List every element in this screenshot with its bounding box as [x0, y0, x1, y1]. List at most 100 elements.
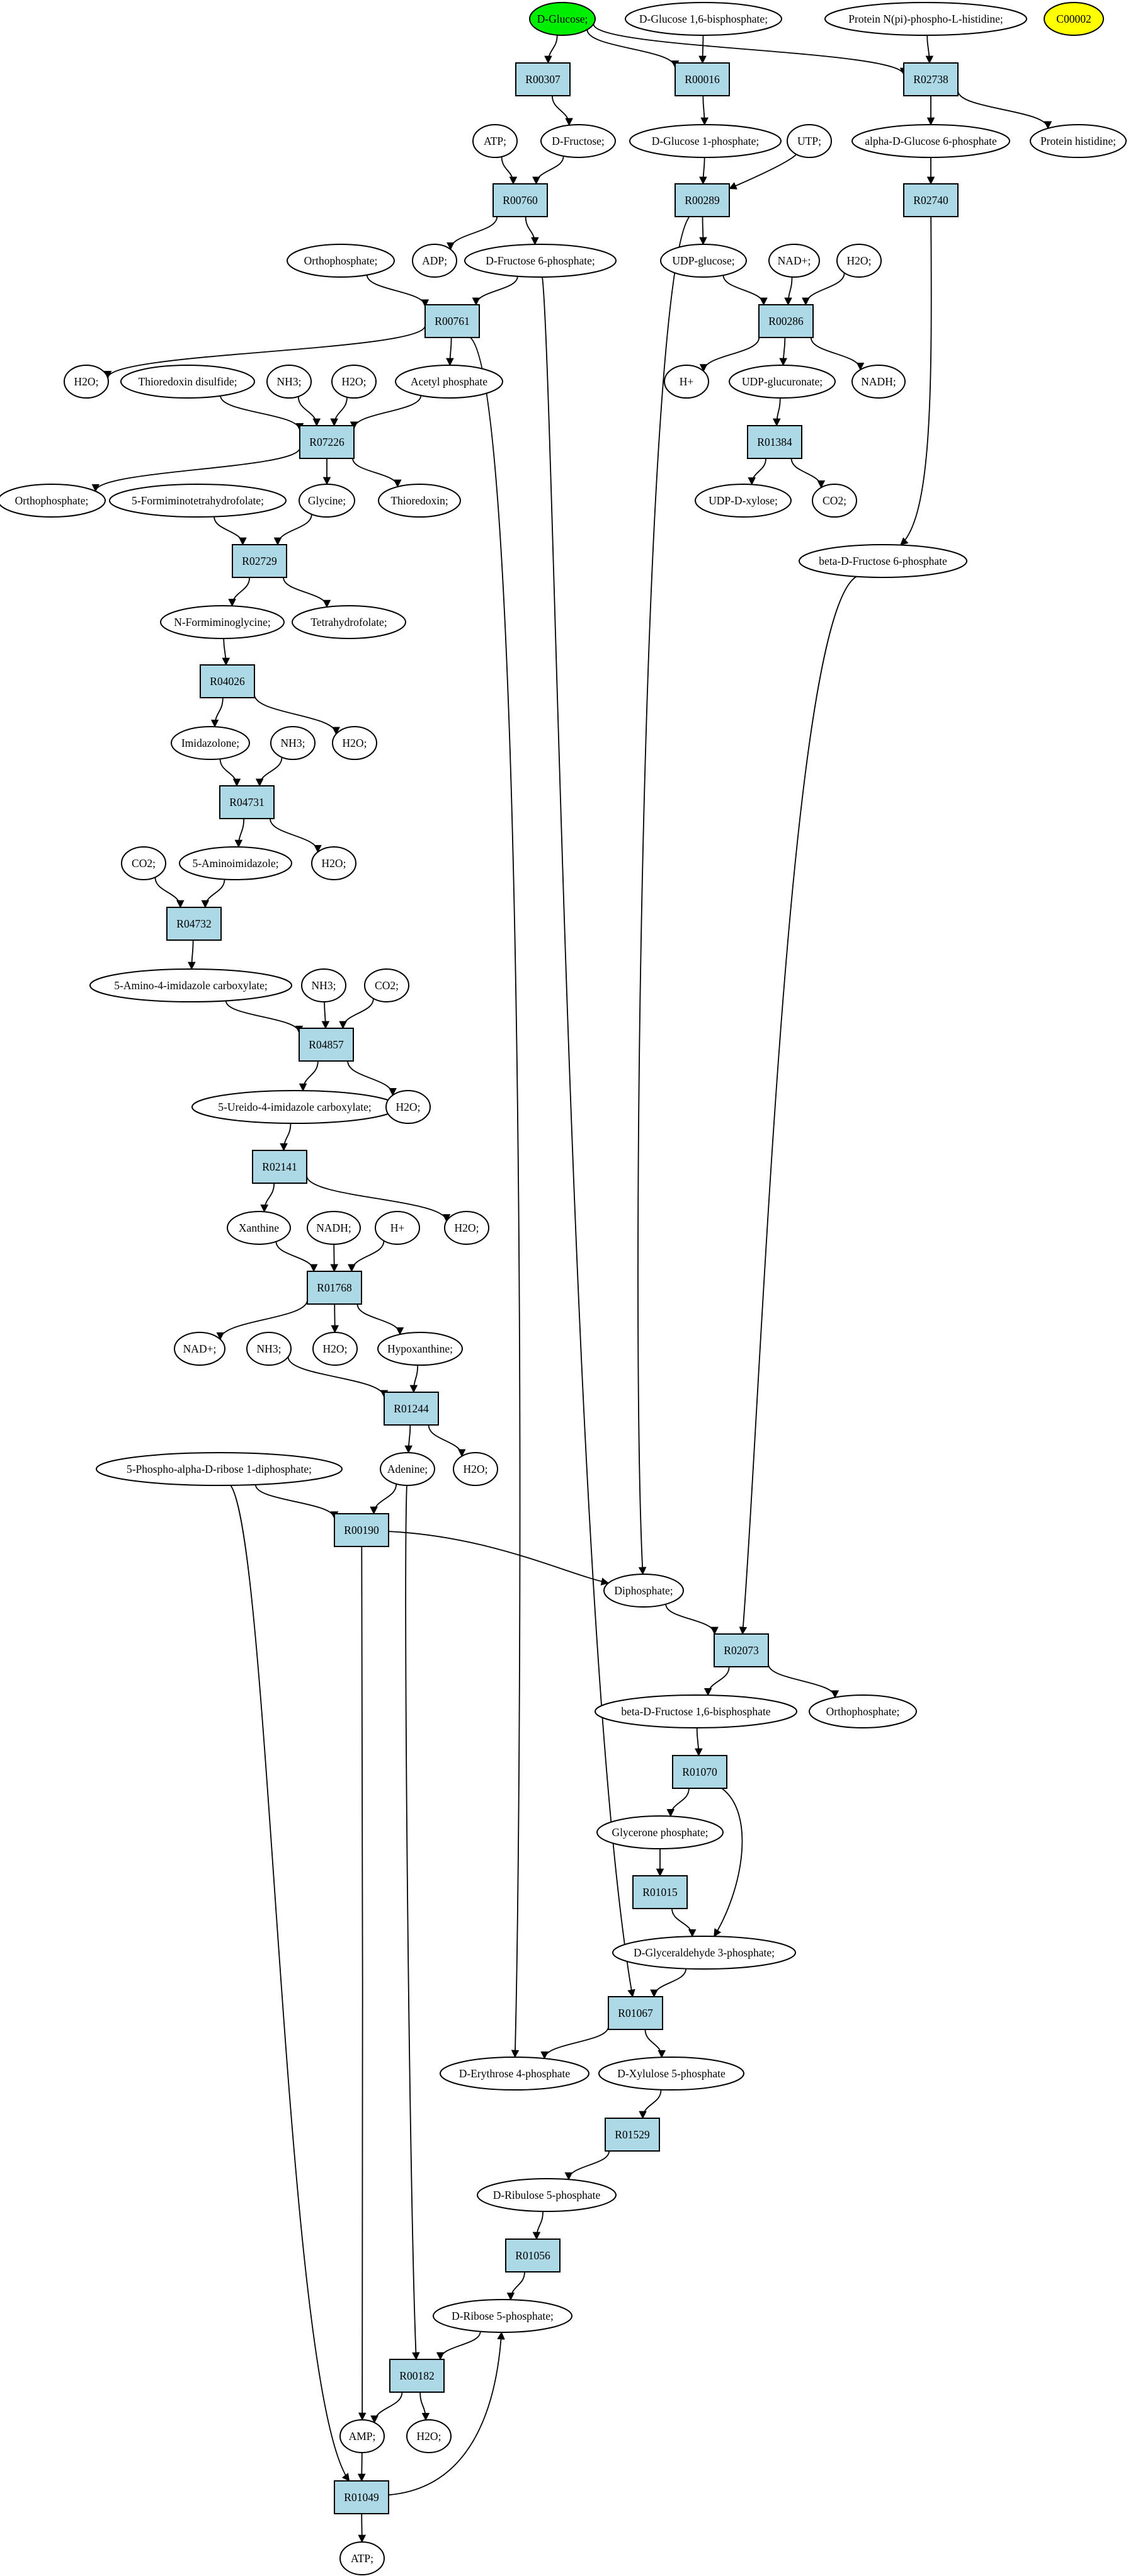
reaction-node-r04026[interactable]: R04026 — [200, 664, 255, 698]
reaction-node-r01529[interactable]: R01529 — [605, 2118, 660, 2152]
compound-node-d-fructose-6-phosphate[interactable]: D-Fructose 6-phosphate; — [464, 244, 617, 278]
compound-node-h2o[interactable]: H2O; — [312, 1332, 358, 1366]
compound-node-co2[interactable]: CO2; — [812, 484, 857, 518]
reaction-node-r02740[interactable]: R02740 — [903, 183, 959, 217]
compound-node-protein-histidine[interactable]: Protein histidine; — [1030, 124, 1127, 158]
reaction-node-r00760[interactable]: R00760 — [492, 183, 548, 217]
reaction-node-r01056[interactable]: R01056 — [505, 2238, 561, 2272]
compound-node-h2o[interactable]: H2O; — [385, 1090, 431, 1124]
compound-node-amp[interactable]: AMP; — [339, 2419, 385, 2453]
compound-node-orthophosphate[interactable]: Orthophosphate; — [0, 484, 106, 518]
compound-node-d-fructose[interactable]: D-Fructose; — [540, 124, 616, 158]
reaction-node-r04731[interactable]: R04731 — [219, 785, 275, 819]
start-compound-node-d-glucose[interactable]: D-Glucose; — [529, 2, 596, 36]
reaction-node-r04732[interactable]: R04732 — [166, 907, 222, 941]
compound-node-glycine[interactable]: Glycine; — [299, 484, 355, 518]
compound-node-nadh[interactable]: NADH; — [307, 1211, 361, 1245]
compound-node-d-xylulose-5-phosphate[interactable]: D-Xylulose 5-phosphate — [598, 2057, 744, 2091]
compound-ellipse — [292, 605, 406, 639]
compound-node-nh3[interactable]: NH3; — [266, 365, 312, 399]
node-label: R02073 — [724, 1644, 759, 1657]
compound-node-orthophosphate[interactable]: Orthophosphate; — [287, 244, 395, 278]
compound-node-h2o[interactable]: H2O; — [332, 726, 377, 760]
reaction-node-r00289[interactable]: R00289 — [675, 183, 730, 217]
compound-node-alpha-d-glucose-6-phosphate[interactable]: alpha-D-Glucose 6-phosphate — [851, 124, 1010, 158]
compound-node-nh3[interactable]: NH3; — [270, 726, 316, 760]
compound-node-h2o[interactable]: H2O; — [331, 365, 377, 399]
reaction-node-r07226[interactable]: R07226 — [299, 425, 355, 459]
reaction-node-r01384[interactable]: R01384 — [747, 425, 802, 459]
reaction-node-r00190[interactable]: R00190 — [334, 1513, 389, 1547]
reaction-node-r01244[interactable]: R01244 — [384, 1392, 439, 1426]
reaction-node-r00761[interactable]: R00761 — [424, 304, 480, 338]
reaction-node-r01768[interactable]: R01768 — [307, 1271, 362, 1305]
reaction-node-r04857[interactable]: R04857 — [299, 1028, 354, 1062]
reaction-node-r00286[interactable]: R00286 — [758, 304, 814, 338]
reaction-node-r01070[interactable]: R01070 — [672, 1755, 727, 1789]
compound-node-tetrahydrofolate[interactable]: Tetrahydrofolate; — [292, 605, 406, 639]
compound-node-d-ribose-5-phosphate[interactable]: D-Ribose 5-phosphate; — [433, 2299, 572, 2333]
target-compound-node-c00002[interactable]: C00002 — [1044, 2, 1104, 36]
compound-node-xanthine[interactable]: Xanthine — [227, 1211, 291, 1245]
compound-node-co2[interactable]: CO2; — [121, 846, 166, 880]
compound-node-acetyl-phosphate[interactable]: Acetyl phosphate — [395, 365, 503, 399]
compound-node-udp-glucuronate[interactable]: UDP-glucuronate; — [729, 365, 836, 399]
compound-node-h2o[interactable]: H2O; — [444, 1211, 489, 1245]
node-label: NAD+; — [778, 254, 811, 267]
compound-node-glycerone-phosphate[interactable]: Glycerone phosphate; — [596, 1815, 724, 1849]
compound-node-nh3[interactable]: NH3; — [301, 968, 346, 1002]
compound-node-beta-d-fructose-1-6-bisphosphate[interactable]: beta-D-Fructose 1,6-bisphosphate — [595, 1694, 797, 1728]
compound-node-h2o[interactable]: H2O; — [311, 846, 356, 880]
reaction-node-r02141[interactable]: R02141 — [252, 1150, 307, 1184]
compound-node-d-ribulose-5-phosphate[interactable]: D-Ribulose 5-phosphate — [477, 2178, 617, 2212]
compound-node-co2[interactable]: CO2; — [364, 968, 409, 1002]
compound-node-d-glyceraldehyde-3-phosphate[interactable]: D-Glyceraldehyde 3-phosphate; — [612, 1936, 796, 1970]
compound-node-h[interactable]: H+ — [375, 1211, 420, 1245]
compound-node-utp[interactable]: UTP; — [787, 124, 832, 158]
compound-node-hypoxanthine[interactable]: Hypoxanthine; — [377, 1332, 463, 1366]
reaction-node-r00307[interactable]: R00307 — [515, 62, 571, 96]
compound-node-h2o[interactable]: H2O; — [836, 244, 882, 278]
reaction-node-r02073[interactable]: R02073 — [714, 1633, 769, 1667]
compound-node-5-amino-4-imidazole-carboxylate[interactable]: 5-Amino-4-imidazole carboxylate; — [89, 968, 292, 1002]
edge-r_R02141-to-c_xanthine — [260, 1183, 275, 1213]
compound-node-atp[interactable]: ATP; — [472, 124, 518, 158]
compound-node-d-erythrose-4-phosphate[interactable]: D-Erythrose 4-phosphate — [440, 2057, 589, 2091]
compound-node-5-phospho-alpha-d-ribose-1-diphosphate[interactable]: 5-Phospho-alpha-D-ribose 1-diphosphate; — [96, 1452, 343, 1486]
compound-node-nad[interactable]: NAD+; — [174, 1332, 225, 1366]
compound-node-5-aminoimidazole[interactable]: 5-Aminoimidazole; — [179, 846, 292, 880]
compound-node-d-glucose-1-6-bisphosphate[interactable]: D-Glucose 1,6-bisphosphate; — [625, 2, 782, 36]
compound-node-h2o[interactable]: H2O; — [406, 2419, 452, 2453]
reaction-node-r02738[interactable]: R02738 — [903, 62, 959, 96]
compound-node-beta-d-fructose-6-phosphate[interactable]: beta-D-Fructose 6-phosphate — [799, 544, 967, 578]
compound-node-atp[interactable]: ATP; — [339, 2541, 385, 2575]
compound-node-h[interactable]: H+ — [664, 365, 709, 399]
compound-node-thioredoxin[interactable]: Thioredoxin; — [378, 484, 461, 518]
compound-node-5-ureido-4-imidazole-carboxylate[interactable]: 5-Ureido-4-imidazole carboxylate; — [191, 1090, 398, 1124]
compound-node-udp-glucose[interactable]: UDP-glucose; — [660, 244, 747, 278]
compound-node-orthophosphate[interactable]: Orthophosphate; — [809, 1694, 917, 1728]
compound-node-protein-n-pi-phospho-l-histidine[interactable]: Protein N(pi)-phospho-L-histidine; — [824, 2, 1027, 36]
compound-node-n-formiminoglycine[interactable]: N-Formiminoglycine; — [160, 605, 285, 639]
reaction-node-r00016[interactable]: R00016 — [675, 62, 730, 96]
compound-node-h2o[interactable]: H2O; — [453, 1452, 498, 1486]
compound-node-imidazolone[interactable]: Imidazolone; — [171, 726, 250, 760]
compound-node-diphosphate[interactable]: Diphosphate; — [603, 1574, 684, 1608]
reaction-node-r01015[interactable]: R01015 — [632, 1875, 688, 1909]
compound-node-h2o[interactable]: H2O; — [64, 365, 109, 399]
compound-node-nadh[interactable]: NADH; — [851, 365, 906, 399]
compound-node-adenine[interactable]: Adenine; — [380, 1452, 435, 1486]
compound-node-nad[interactable]: NAD+; — [768, 244, 820, 278]
compound-node-d-glucose-1-phosphate[interactable]: D-Glucose 1-phosphate; — [629, 124, 782, 158]
reaction-node-r01049[interactable]: R01049 — [334, 2480, 389, 2514]
compound-node-thioredoxin-disulfide[interactable]: Thioredoxin disulfide; — [120, 365, 255, 399]
compound-node-nh3[interactable]: NH3; — [246, 1332, 292, 1366]
edge-c_nh3_d-to-r_R01244 — [287, 1356, 389, 1399]
edge-r_R04732-to-c_5a4icarb — [188, 939, 196, 970]
compound-node-udp-d-xylose[interactable]: UDP-D-xylose; — [695, 484, 792, 518]
compound-node-adp[interactable]: ADP; — [412, 244, 457, 278]
reaction-node-r01067[interactable]: R01067 — [608, 1996, 663, 2030]
compound-node-5-formiminotetrahydrofolate[interactable]: 5-Formiminotetrahydrofolate; — [109, 484, 287, 518]
reaction-node-r02729[interactable]: R02729 — [232, 544, 287, 578]
reaction-node-r00182[interactable]: R00182 — [389, 2359, 445, 2393]
